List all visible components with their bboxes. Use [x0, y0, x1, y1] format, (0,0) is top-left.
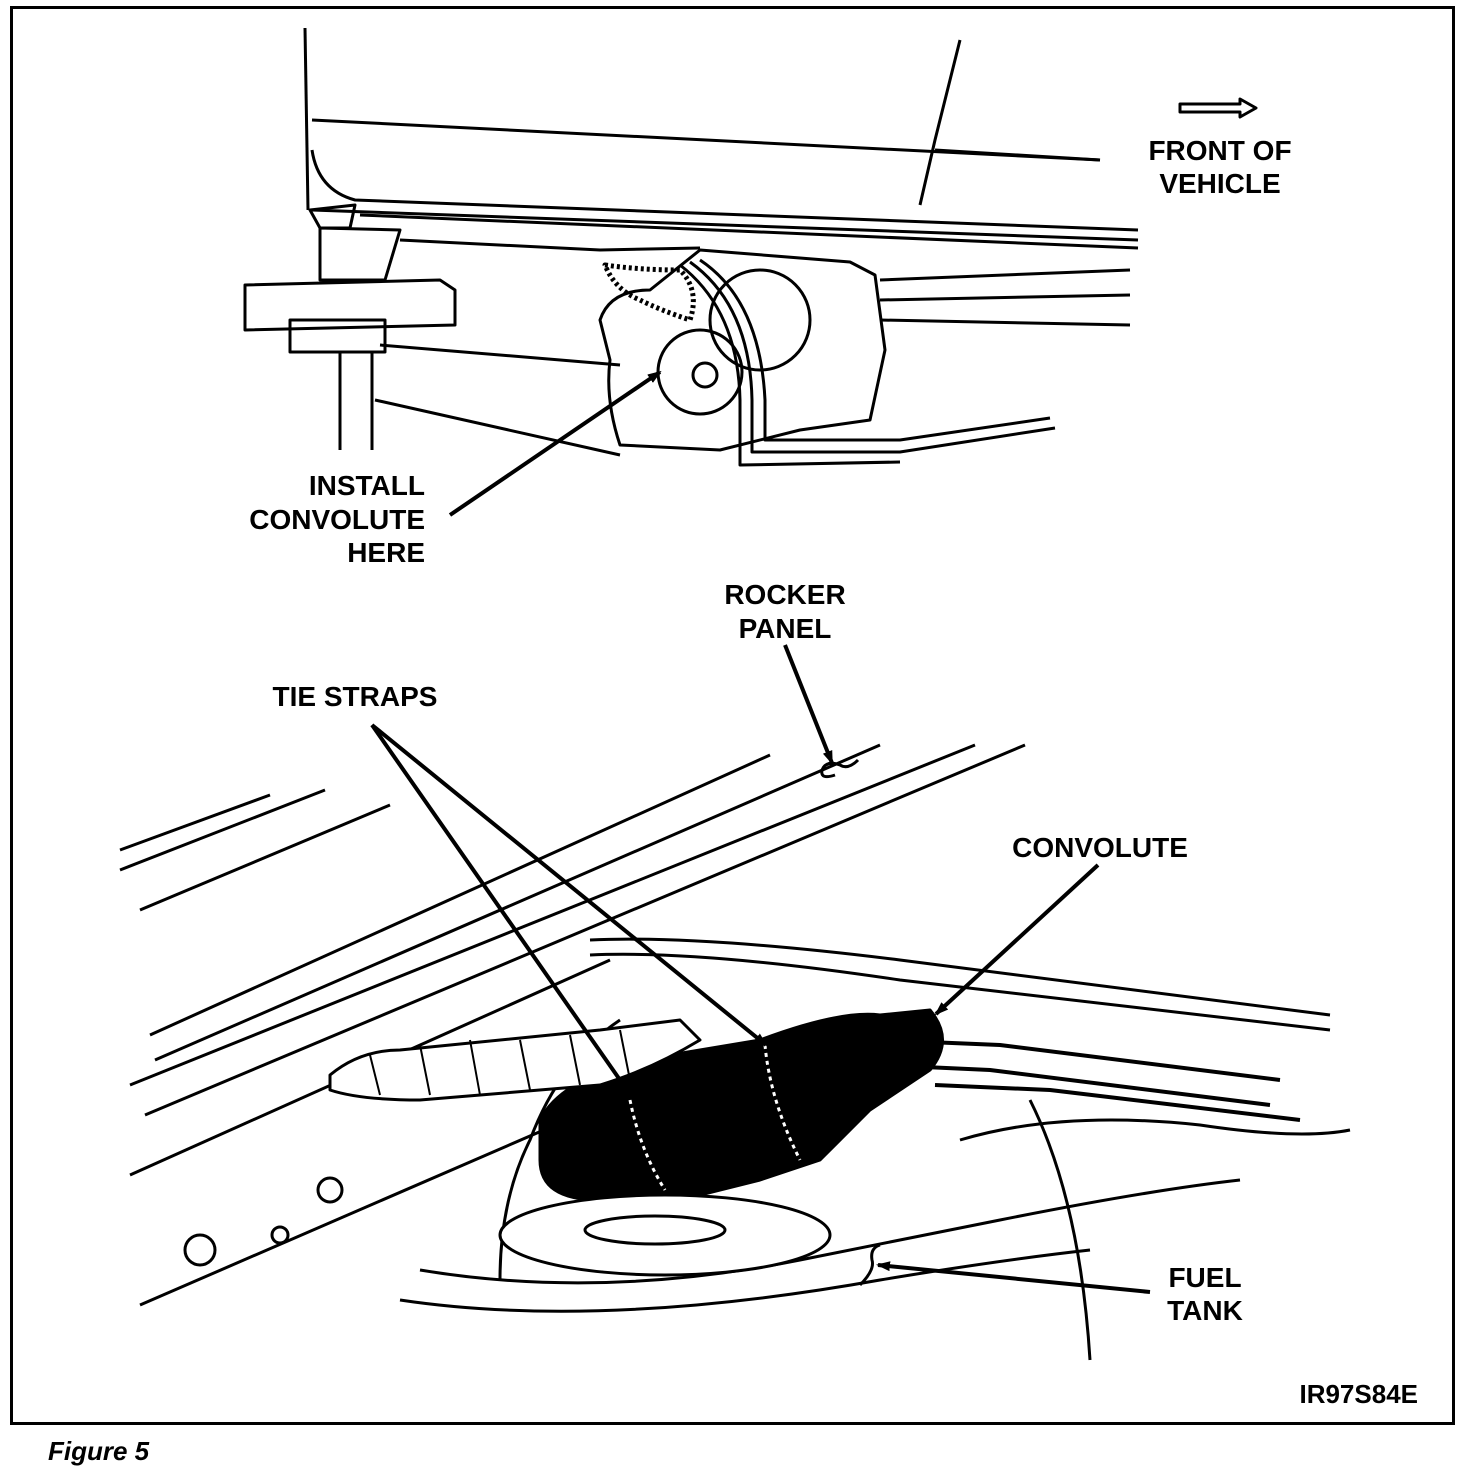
install-convolute-line-3: HERE [347, 537, 425, 568]
fuel-tank-arrow [876, 1261, 1151, 1294]
top-view-drawing [243, 27, 1258, 467]
rocker-panel-line-2: PANEL [739, 613, 832, 644]
convolute-arrow [934, 863, 1100, 1016]
figure-caption: Figure 5 [48, 1436, 150, 1466]
tie-strap-arrow-1 [370, 723, 636, 1102]
install-convolute-line-1: INSTALL [309, 470, 425, 501]
install-convolute-line-2: CONVOLUTE [249, 504, 425, 535]
install-convolute-arrow [448, 370, 662, 517]
label-convolute: CONVOLUTE [1012, 832, 1188, 863]
rocker-panel-line-1: ROCKER [724, 579, 845, 610]
front-of-vehicle-line-1: FRONT OF [1148, 135, 1291, 166]
label-fuel-tank: FUEL TANK [1167, 1262, 1243, 1326]
label-rocker-panel: ROCKER PANEL [724, 579, 845, 644]
figure-frame [10, 6, 1455, 1425]
callout-arrows [370, 370, 1151, 1294]
bottom-view-drawing [119, 743, 1351, 1361]
drawing-id: IR97S84E [1299, 1379, 1418, 1409]
tie-strap-arrow-2 [370, 723, 768, 1047]
front-of-vehicle-line-2: VEHICLE [1159, 168, 1280, 199]
label-tie-straps: TIE STRAPS [273, 681, 438, 712]
fuel-tank-line-2: TANK [1167, 1295, 1243, 1326]
label-install-convolute: INSTALL CONVOLUTE HERE [249, 470, 425, 568]
fuel-tank-line-1: FUEL [1168, 1262, 1241, 1293]
rocker-panel-arrow [783, 644, 834, 765]
label-front-of-vehicle: FRONT OF VEHICLE [1148, 135, 1291, 199]
